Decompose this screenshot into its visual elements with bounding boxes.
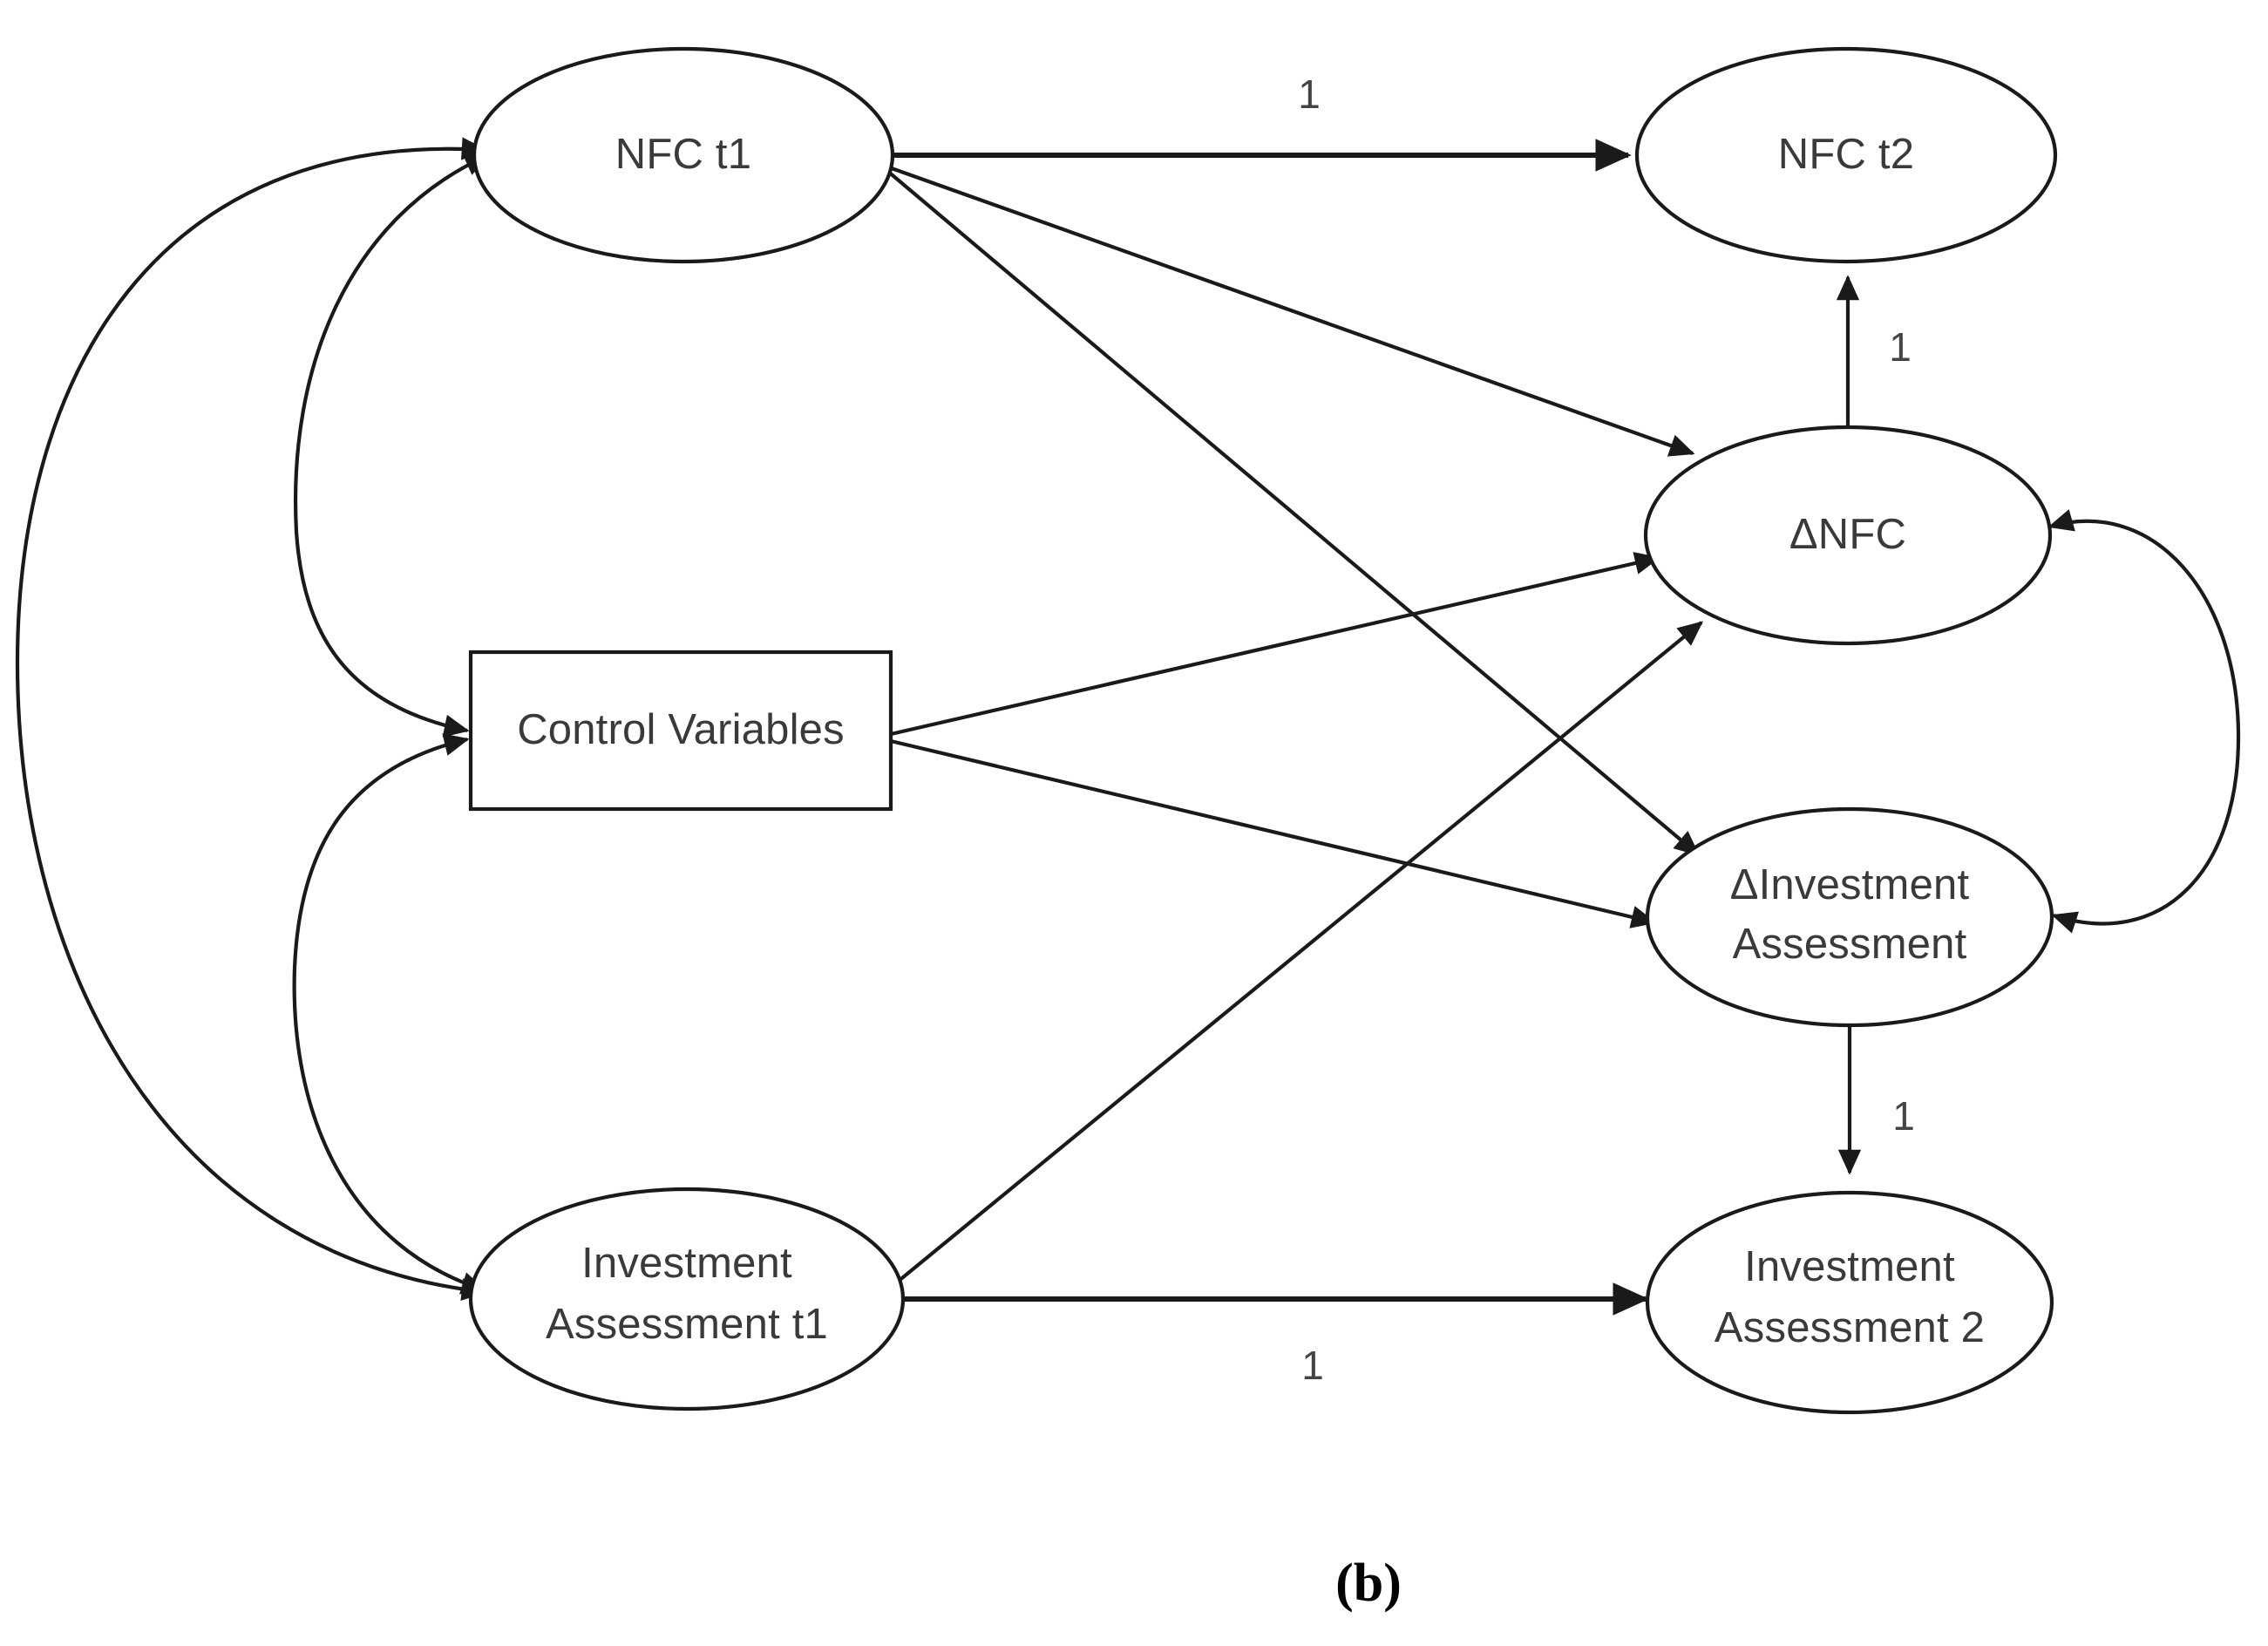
delta-investment-assessment-label-line1: ΔInvestment — [1730, 861, 1970, 908]
delta-nfc-ellipse — [1643, 425, 2053, 646]
path-control-variables-to-delta-investment-assessment — [890, 738, 1657, 928]
edge-label-delta-investment-assessment-to-investment-assessment-2: 1 — [1892, 1093, 1915, 1139]
node-control-variables[interactable]: Control Variables — [468, 650, 893, 812]
delta-investment-assessment-label-line2: Assessment — [1733, 921, 1967, 968]
node-nfc-t2[interactable]: NFC t2 — [1634, 46, 2058, 264]
node-delta-investment-assessment[interactable]: ΔInvestment Assessment — [1645, 806, 2054, 1028]
control-variables-label: Control Variables — [517, 706, 845, 753]
investment-assessment-t1-ellipse — [468, 1187, 906, 1411]
edge-label-investment-assessment-t1-to-investment-assessment-2: 1 — [1301, 1343, 1324, 1388]
covariance-control-variables-investment-assessment-t1 — [292, 733, 487, 1295]
investment-assessment-2-label-line1: Investment — [1744, 1243, 1955, 1290]
covariance-nfc-t1-investment-assessment-t1 — [15, 137, 487, 1302]
node-investment-assessment-t1[interactable]: Investment Assessment t1 — [468, 1187, 906, 1411]
edge-label-delta-nfc-to-nfc-t2: 1 — [1889, 324, 1912, 370]
nfc-t1-label: NFC t1 — [615, 131, 751, 178]
nfc-t1-ellipse — [472, 46, 895, 264]
control-variables-box — [468, 650, 893, 812]
figure-caption: (b) — [1335, 1554, 1402, 1613]
path-nfc-t1-to-delta-investment-assessment — [886, 169, 1701, 856]
delta-nfc-label: ΔNFC — [1789, 511, 1906, 558]
node-nfc-t1[interactable]: NFC t1 — [472, 46, 895, 264]
nfc-t2-label: NFC t2 — [1778, 131, 1914, 178]
investment-assessment-2-label-line2: Assessment 2 — [1715, 1304, 1985, 1351]
edge-label-nfc-t1-to-nfc-t2: 1 — [1298, 71, 1321, 117]
covariance-nfc-t1-control-variables — [294, 153, 491, 738]
delta-investment-assessment-ellipse — [1645, 806, 2054, 1028]
nfc-t2-ellipse — [1634, 46, 2058, 264]
investment-assessment-t1-label-line2: Assessment t1 — [546, 1301, 828, 1348]
path-control-variables-to-delta-nfc — [890, 552, 1660, 737]
node-delta-nfc[interactable]: ΔNFC — [1643, 425, 2053, 646]
investment-assessment-t1-label-line1: Investment — [581, 1240, 792, 1287]
path-nfc-t1-to-delta-nfc — [888, 166, 1695, 457]
node-investment-assessment-2[interactable]: Investment Assessment 2 — [1645, 1190, 2054, 1415]
investment-assessment-2-ellipse — [1645, 1190, 2054, 1415]
path-investment-assessment-t1-to-delta-nfc — [896, 621, 1704, 1283]
covariance-delta-nfc-delta-investment-assessment — [2047, 509, 2241, 934]
